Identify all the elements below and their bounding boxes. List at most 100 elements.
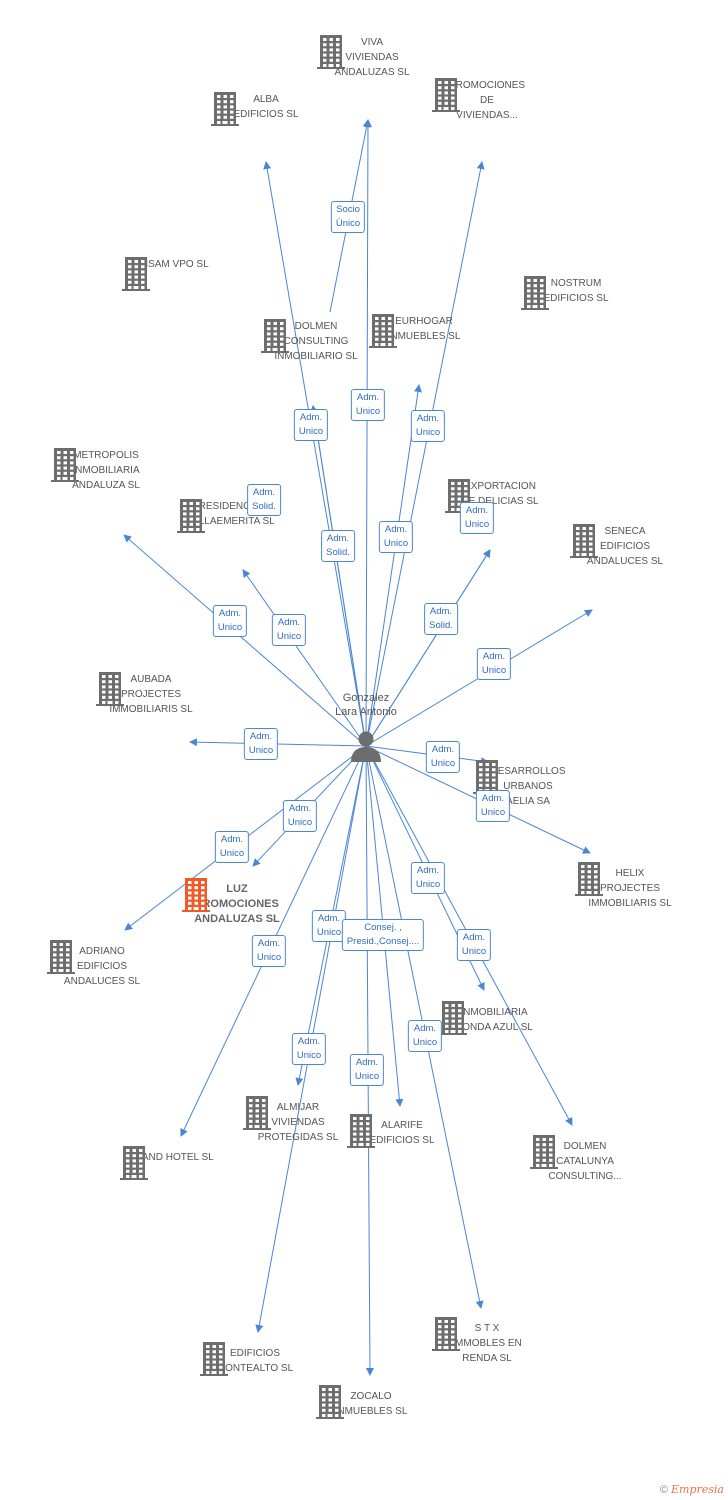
building-icon — [570, 524, 598, 558]
relation-label-line: Unico — [464, 519, 490, 530]
relation-label-dolmen[interactable]: Adm.Solid. — [321, 530, 355, 562]
relation-label-desarrollos[interactable]: Adm.Unico — [425, 741, 461, 773]
building-icon — [432, 78, 460, 112]
relation-label-adriano[interactable]: Adm.Unico — [214, 831, 250, 863]
company-label-line: VIVA — [360, 37, 384, 48]
relation-label-line: Adm. — [384, 524, 408, 535]
building-icon — [200, 1342, 228, 1376]
relation-label-dolmencat[interactable]: Adm.Unico — [251, 935, 287, 967]
relation-label-landhotel[interactable]: Consej. ,Presid.,Consej.... — [341, 919, 425, 951]
company-node-landhotel[interactable]: LAND HOTEL SL — [120, 1146, 230, 1180]
company-label-line: PROMOCIONES — [448, 80, 526, 91]
company-label-line: ALARIFE — [381, 1120, 423, 1131]
company-label-line: EDIFICIOS — [599, 541, 650, 552]
edge-viva — [363, 119, 372, 747]
relation-label-line: Adm. — [462, 932, 486, 943]
building-icon — [521, 276, 549, 310]
company-label-line: URBANOS — [503, 781, 553, 792]
relation-label-helix[interactable]: Adm.Unico — [475, 790, 511, 822]
relation-label-residencial[interactable]: Adm.Unico — [271, 614, 307, 646]
relation-label-exportacion[interactable]: Adm. Unico — [459, 502, 495, 534]
company-label-line: ZOCALO — [350, 1391, 392, 1402]
relation-label-line: Adm. — [465, 505, 489, 516]
relation-label-zocalo[interactable]: Adm.Unico — [349, 1054, 385, 1086]
edge-promociones — [365, 161, 485, 747]
relation-label-metropolis[interactable]: Adm.Unico — [212, 605, 248, 637]
relation-label-eurhogar[interactable]: Adm.Unico — [410, 410, 446, 442]
relation-label-seneca[interactable]: Adm.Unico — [476, 648, 512, 680]
relation-label-ronda[interactable]: Adm.Unico — [410, 862, 446, 894]
person-label: Gonzalez Lara Antonio — [316, 691, 416, 719]
company-label-line: INMOBILIARIA — [460, 1007, 528, 1018]
company-label-line: RENDA SL — [462, 1353, 512, 1364]
relation-label-line: Unico — [298, 426, 324, 437]
company-label-line: PROTEGIDAS SL — [257, 1132, 339, 1143]
relation-label-line: Unico — [287, 817, 313, 828]
company-label-line: ADRIANO — [79, 946, 125, 957]
relation-label-line: Adm. — [413, 1023, 437, 1034]
relation-label-montealto[interactable]: Adm.Unico — [291, 1033, 327, 1065]
company-label-line: VIVIENDAS... — [456, 110, 518, 121]
relation-label-line: Unico — [248, 745, 274, 756]
building-icon — [473, 760, 501, 794]
relation-label-promociones[interactable]: Adm.Unico — [378, 521, 414, 553]
company-label-line: INMUEBLES SL — [387, 331, 461, 342]
company-label-line: ANDALUZAS SL — [194, 913, 280, 925]
relation-label-viva[interactable]: Adm.Unico — [350, 389, 386, 421]
relation-label-alarife[interactable]: Adm.Unico — [311, 910, 347, 942]
company-node-isam[interactable]: ISAM VPO SL — [122, 257, 232, 291]
relation-label-line: Adm. — [416, 413, 440, 424]
relation-label-line: Unico — [415, 879, 441, 890]
relation-label-luz[interactable]: Adm. Unico — [282, 800, 318, 832]
building-icon — [432, 1317, 460, 1351]
building-icon — [182, 878, 210, 912]
company-label-line: VILLAEMERITA SL — [189, 516, 275, 527]
relation-label-line: Unico — [461, 946, 487, 957]
company-label-line: EDIFICIOS SL — [233, 109, 299, 120]
person-node[interactable] — [345, 728, 387, 764]
relation-label-aubada[interactable]: Adm.Unico — [243, 728, 279, 760]
person-name-line1: Gonzalez — [342, 692, 390, 704]
relation-label-almijar[interactable]: Adm. Unico — [456, 929, 492, 961]
relation-label-line: Unico — [217, 622, 243, 633]
company-label-line: VIVIENDAS — [271, 1117, 325, 1128]
relation-label-line: Unico — [296, 1050, 322, 1061]
relation-label-alba[interactable]: Adm.Solid. — [247, 484, 281, 516]
edge-metropolis — [123, 534, 367, 747]
relation-label-line: Adm. — [288, 803, 312, 814]
relation-label-exportacion[interactable]: Adm.Solid. — [424, 603, 458, 635]
building-icon — [317, 35, 345, 69]
relation-label-dolmen[interactable]: Adm. Unico — [293, 409, 329, 441]
relation-label-stx[interactable]: Adm.Unico — [407, 1020, 443, 1052]
relation-label-line: Adm. — [355, 1057, 379, 1068]
relation-label-line: Adm. — [299, 412, 323, 423]
